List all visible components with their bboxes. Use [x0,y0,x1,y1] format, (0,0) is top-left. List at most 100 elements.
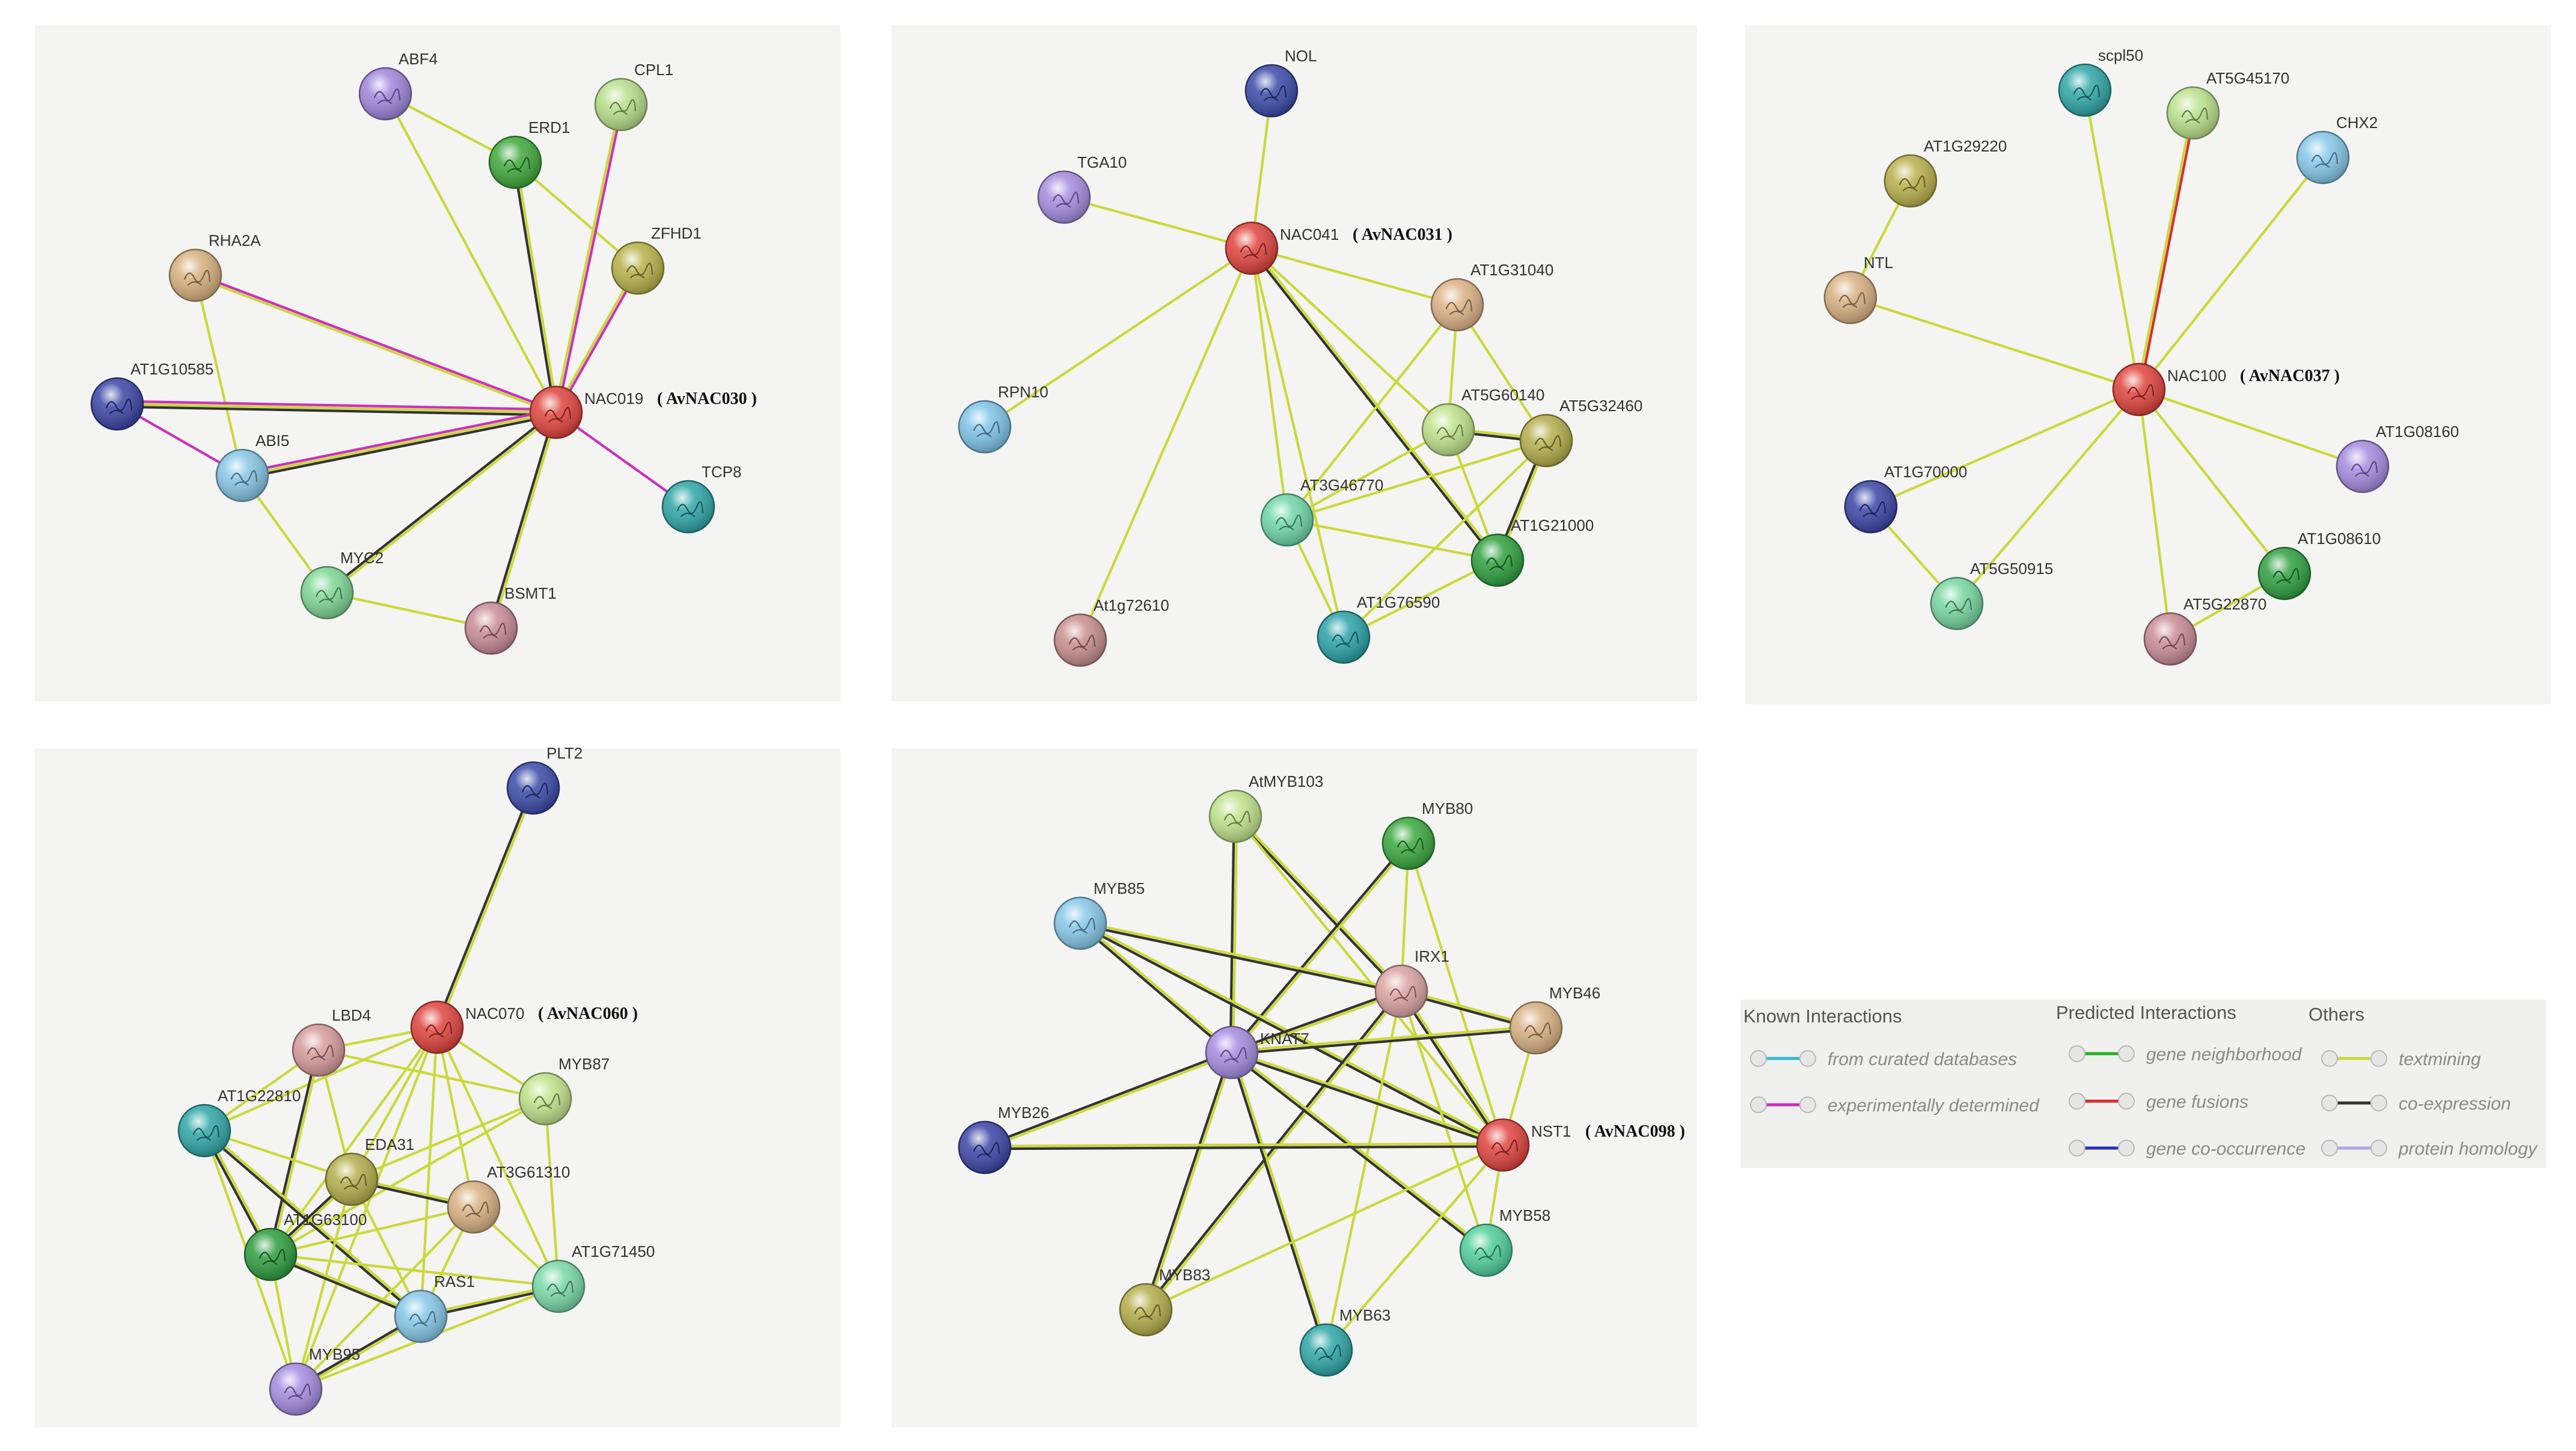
node-PLT2[interactable]: PLT2 [506,744,583,815]
legend-swatch-node [2370,1140,2387,1156]
edge-NAC100-AT1G08610 [2137,388,2286,575]
legend-swatch-node [2370,1050,2387,1067]
legend-swatch-node [2069,1140,2085,1156]
node-AT1G31040[interactable]: AT1G31040 [1430,261,1553,332]
node-MYB26[interactable]: MYB26 [958,1104,1049,1175]
edge-RHA2A-ABI5 [194,273,244,477]
edge-line-textmining [491,411,559,630]
edge-line-co-expression [1398,991,1504,1147]
node-ABF4[interactable]: ABF4 [358,50,438,121]
protein-structure-icon [425,1021,453,1038]
node-CPL1[interactable]: CPL1 [594,61,673,132]
node-LBD4[interactable]: LBD4 [292,1006,371,1077]
edge-NAC070-AT1G22810 [203,1025,439,1132]
node-ZFHD1[interactable]: ZFHD1 [611,224,702,295]
edge-MYB80-NST1 [1407,842,1505,1147]
legend-item-label: protein homology [2398,1139,2538,1159]
node-label: KNAT7 [1260,1030,1309,1048]
legend-known-heading: Known Interactions [1743,1006,1902,1027]
node-NAC100[interactable]: NAC100( AvNAC037 ) [2112,362,2340,417]
node-ERD1[interactable]: ERD1 [488,118,570,189]
node-AT1G63100[interactable]: AT1G63100 [243,1211,367,1281]
node-MYB63[interactable]: MYB63 [1299,1306,1390,1377]
node-label: EDA31 [365,1135,414,1153]
legend-others-heading: Others [2308,1004,2364,1025]
node-AT5G22870[interactable]: AT5G22870 [2143,595,2266,666]
edge-line-textmining [1234,814,1505,1147]
edge-EDA31-MYB95 [294,1178,353,1391]
node-MYB46[interactable]: MYB46 [1509,984,1600,1055]
protein-structure-icon [1240,242,1267,259]
node-AT1G70000[interactable]: AT1G70000 [1844,463,1967,534]
node-gloss [360,69,411,119]
node-MYC2[interactable]: MYC2 [300,549,384,620]
node-MYB58[interactable]: MYB58 [1459,1206,1550,1277]
node-label: MYB63 [1339,1306,1390,1324]
edge-MYB87-EDA31 [350,1097,547,1181]
node-NAC070[interactable]: NAC070( AvNAC060 ) [410,1000,638,1054]
node-MYB95[interactable]: MYB95 [269,1345,360,1416]
node-NOL[interactable]: NOL [1244,47,1317,118]
node-NAC019[interactable]: NAC019( AvNAC030 ) [529,385,757,439]
protein-structure-icon [1223,810,1251,827]
node-label: AT3G61310 [487,1163,570,1181]
node-AT5G32460[interactable]: AT5G32460 [1519,397,1642,468]
node-AT1G08610[interactable]: AT1G08610 [2257,530,2381,600]
edge-line-co-expression [1233,816,1402,994]
node-label: AT1G63100 [284,1211,367,1229]
node-gloss [959,402,1010,452]
node-AT5G60140[interactable]: AT5G60140 [1421,386,1544,457]
node-MYB87[interactable]: MYB87 [518,1055,610,1126]
node-label: CHX2 [2336,114,2378,132]
edge-line-textmining [1231,991,1403,1055]
protein-structure-icon [2272,567,2300,584]
node-At1g72610[interactable]: At1g72610 [1053,596,1169,667]
node-NST1[interactable]: NST1( AvNAC098 ) [1476,1118,1685,1172]
node-RHA2A[interactable]: RHA2A [168,231,261,302]
node-AT1G29220[interactable]: AT1G29220 [1883,137,2007,208]
node-AT1G08160[interactable]: AT1G08160 [2336,423,2459,493]
node-gloss [520,1074,571,1124]
node-IRX1[interactable]: IRX1 [1374,947,1449,1018]
node-CHX2[interactable]: CHX2 [2296,114,2378,185]
legend-item-label: experimentally determined [1828,1096,2040,1116]
node-MYB80[interactable]: MYB80 [1381,799,1473,870]
node-AT1G71450[interactable]: AT1G71450 [531,1242,655,1313]
node-NTL[interactable]: NTL [1823,254,1893,325]
node-label: MYB85 [1094,879,1145,897]
node-AT5G50915[interactable]: AT5G50915 [1930,560,2053,631]
node-gloss [1301,1325,1351,1375]
edge-line-textmining [317,1048,547,1101]
node-AT1G76590[interactable]: AT1G76590 [1317,593,1440,664]
edge-line-experimentally-determined [194,272,558,412]
edge-line-gene-fusions [2139,112,2196,391]
node-RAS1[interactable]: RAS1 [394,1272,475,1343]
node-gloss [2259,548,2310,599]
node-AT3G46770[interactable]: AT3G46770 [1260,476,1383,547]
node-AT3G61310[interactable]: AT3G61310 [447,1163,570,1234]
node-AT5G45170[interactable]: AT5G45170 [2166,69,2289,140]
legend-swatch-node [2321,1050,2338,1067]
legend-item-protein-homology: protein homology [2321,1139,2538,1159]
node-ABI5[interactable]: ABI5 [215,432,289,503]
panel-background [35,25,840,701]
node-AT1G21000[interactable]: AT1G21000 [1470,516,1594,587]
node-EDA31[interactable]: EDA31 [325,1135,414,1206]
node-KNAT7[interactable]: KNAT7 [1205,1025,1309,1080]
node-TGA10[interactable]: TGA10 [1037,153,1127,224]
node-gloss [2145,614,2195,664]
edge-MYB85-IRX1 [1078,920,1403,994]
node-AT1G22810[interactable]: AT1G22810 [177,1087,301,1158]
node-RPN10[interactable]: RPN10 [958,383,1048,454]
node-label: AT1G10585 [130,360,213,378]
node-MYB83[interactable]: MYB83 [1119,1266,1210,1337]
edge-AT1G22810-RAS1 [202,1128,423,1319]
node-BSMT1[interactable]: BSMT1 [464,584,557,655]
node-AT1G10585[interactable]: AT1G10585 [90,360,213,431]
node-NAC041[interactable]: NAC041( AvNAC031 ) [1225,221,1452,275]
node-scpl50[interactable]: scpl50 [2058,46,2143,117]
node-MYB85[interactable]: MYB85 [1053,879,1145,950]
node-TCP8[interactable]: TCP8 [661,463,741,534]
node-AtMYB103[interactable]: AtMYB103 [1208,772,1323,843]
